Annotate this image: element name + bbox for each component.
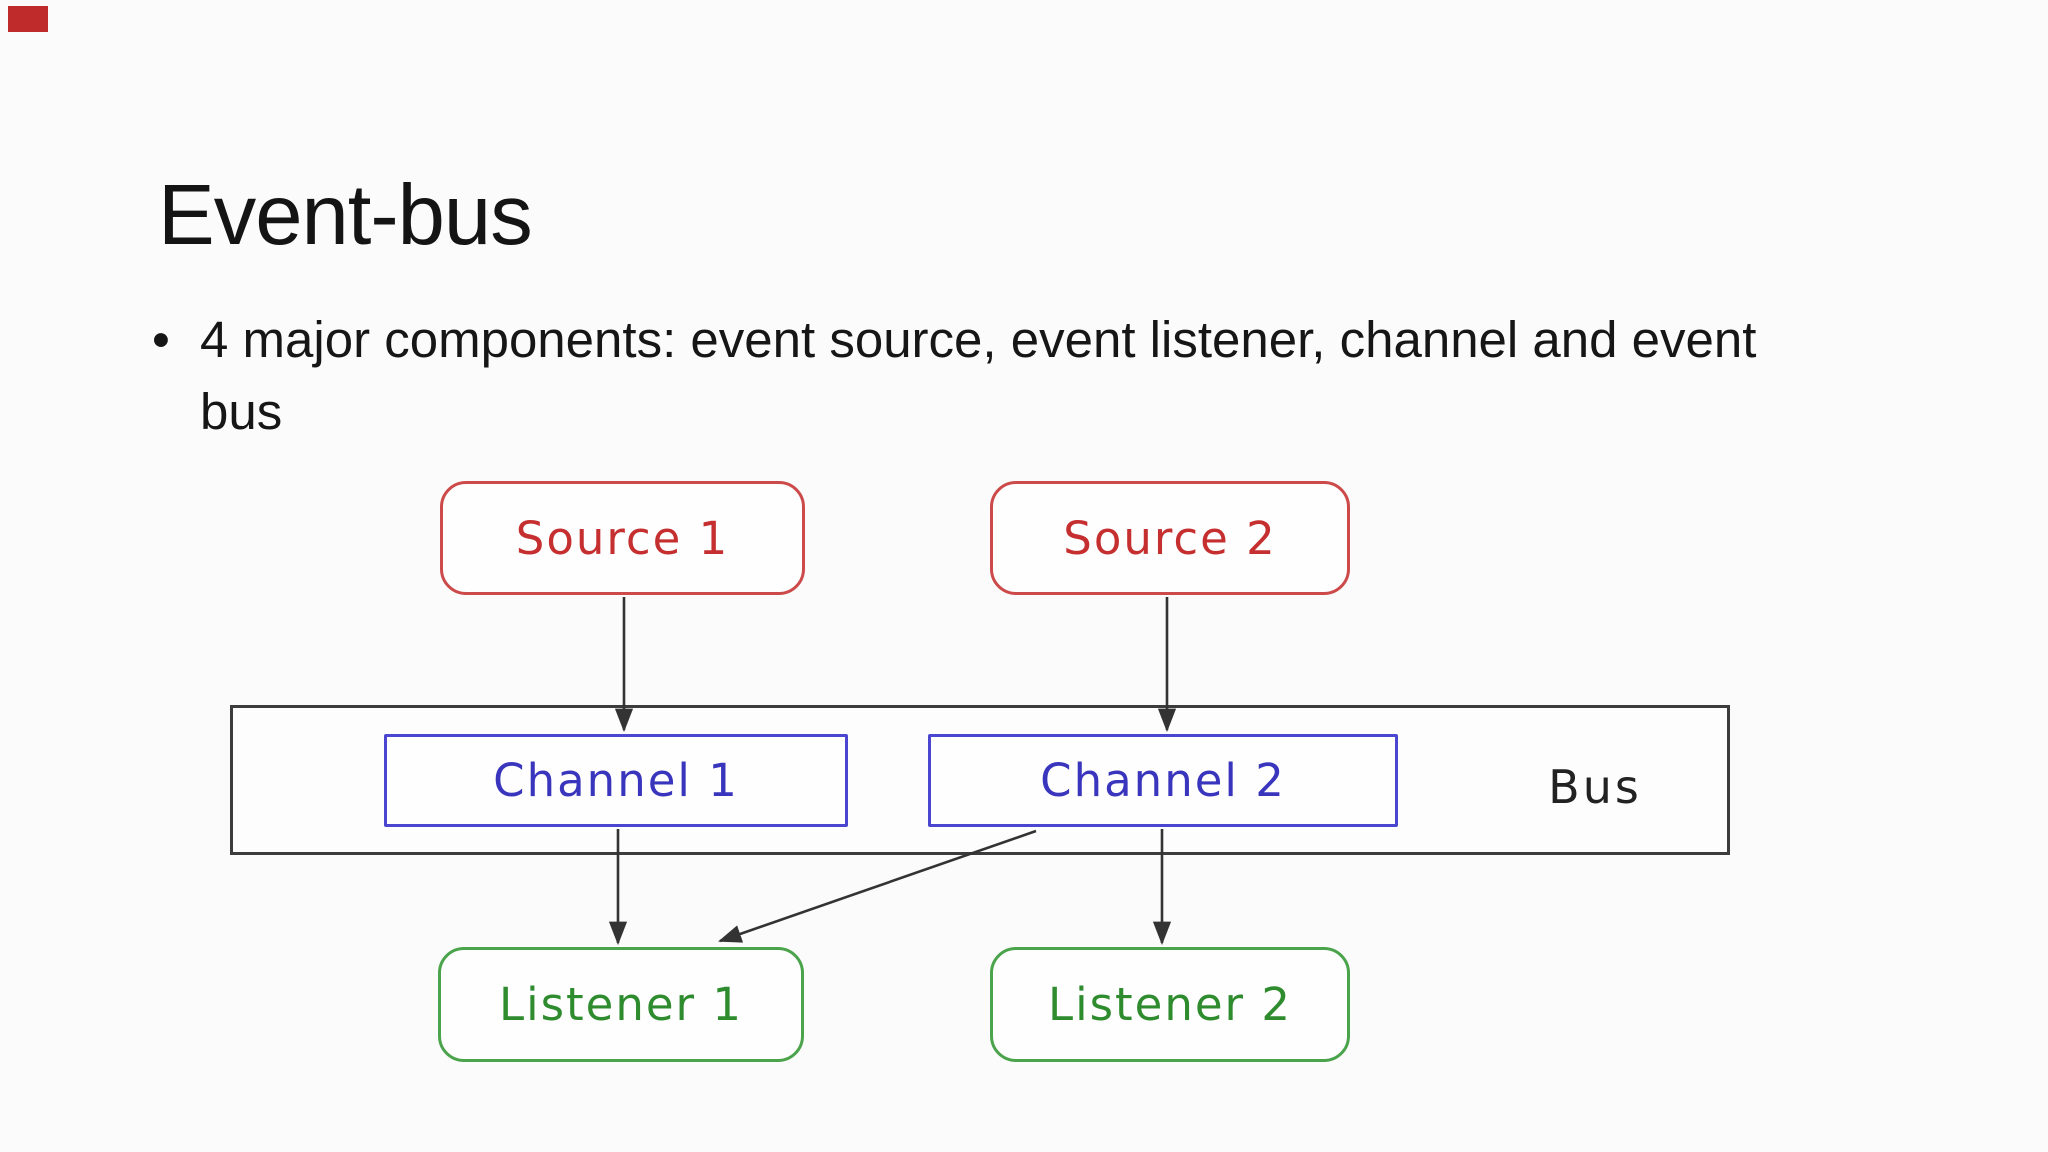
source-2-label: Source 2 bbox=[1063, 511, 1277, 565]
listener-2-box: Listener 2 bbox=[990, 947, 1350, 1062]
source-1-label: Source 1 bbox=[515, 511, 730, 565]
channel-2-box: Channel 2 bbox=[928, 734, 1398, 827]
listener-2-label: Listener 2 bbox=[1048, 978, 1292, 1031]
channel-1-box: Channel 1 bbox=[384, 734, 848, 827]
listener-1-box: Listener 1 bbox=[438, 947, 804, 1062]
source-2-box: Source 2 bbox=[990, 481, 1350, 595]
channel-1-label: Channel 1 bbox=[493, 754, 739, 807]
bullet-marker: • bbox=[152, 311, 170, 368]
bus-label: Bus bbox=[1548, 760, 1642, 814]
bullet-text-line-2: bus bbox=[200, 383, 283, 440]
bullet-text-line-1: 4 major components: event source, event … bbox=[200, 311, 1757, 368]
slide-title: Event-bus bbox=[158, 167, 533, 263]
channel-2-label: Channel 2 bbox=[1040, 754, 1286, 807]
bullet-item: • 4 major components: event source, event… bbox=[152, 304, 1912, 448]
listener-1-label: Listener 1 bbox=[499, 978, 743, 1031]
red-corner-mark bbox=[8, 6, 48, 32]
source-1-box: Source 1 bbox=[440, 481, 805, 595]
bullet-line-1: • 4 major components: event source, event… bbox=[152, 304, 1912, 376]
